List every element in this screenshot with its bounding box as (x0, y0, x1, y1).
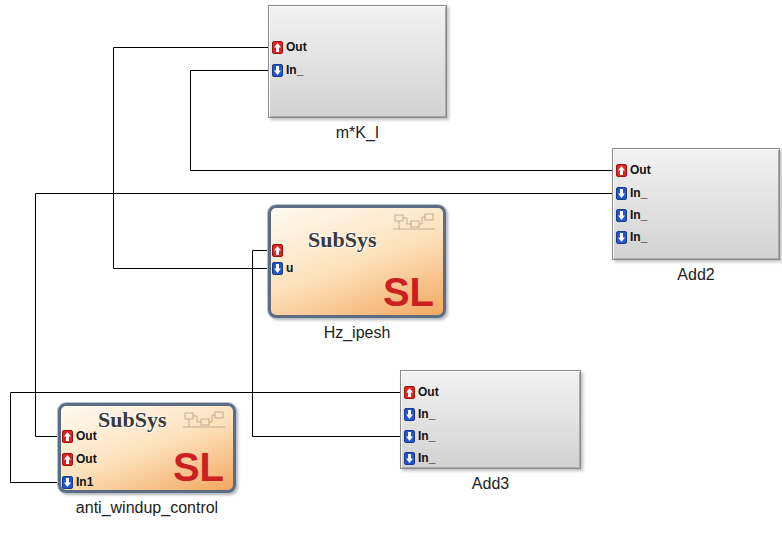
input-port-icon (272, 262, 283, 275)
input-port-icon (616, 187, 627, 200)
port-row: Out (62, 452, 97, 466)
block-name: Hz_ipesh (324, 324, 391, 342)
block-face (268, 5, 447, 118)
port-name: In_ (418, 407, 435, 421)
output-port-icon (62, 430, 73, 443)
port-name: In1 (76, 475, 93, 489)
port-row: u (272, 261, 293, 275)
port-name: In_ (630, 230, 647, 244)
port-name: Out (418, 385, 439, 399)
port-name: Out (76, 452, 97, 466)
port-row: In1 (62, 475, 93, 489)
input-port-icon (62, 476, 73, 489)
subsystem-badge: SubSys (308, 227, 377, 253)
port-name: Out (630, 163, 651, 177)
schematic-thumbnail (181, 409, 227, 433)
input-port-icon (616, 231, 627, 244)
output-port-icon (272, 244, 283, 257)
port-name: Out (286, 40, 307, 54)
input-port-icon (404, 408, 415, 421)
input-port-icon (272, 64, 283, 77)
port-row: In_ (272, 63, 303, 77)
sum-block: OutIn_In_In_Add2 (612, 148, 780, 260)
output-port-icon (272, 41, 283, 54)
port-row: In_ (404, 429, 435, 443)
schematic-thumbnail (391, 211, 437, 235)
input-port-icon (616, 209, 627, 222)
block-name: m*K_I (336, 124, 380, 142)
port-row: In_ (616, 186, 647, 200)
port-row: In_ (616, 230, 647, 244)
output-port-icon (616, 164, 627, 177)
subsystem-badge: SubSys (98, 407, 167, 433)
port-name: In_ (630, 208, 647, 222)
port-row (272, 243, 286, 257)
library-badge: SL (383, 272, 434, 312)
port-row: Out (616, 163, 651, 177)
port-row: In_ (616, 208, 647, 222)
port-row: Out (62, 429, 97, 443)
block-name: anti_windup_control (76, 499, 218, 517)
input-port-icon (404, 452, 415, 465)
gain-block: OutIn_m*K_I (268, 5, 447, 118)
port-name: In_ (418, 451, 435, 465)
subsystem-block: OutOutIn1SubSysSLanti_windup_control (58, 403, 236, 493)
library-badge: SL (173, 447, 224, 487)
output-port-icon (404, 386, 415, 399)
port-row: Out (272, 40, 307, 54)
port-name: In_ (418, 429, 435, 443)
output-port-icon (62, 453, 73, 466)
sum-block: OutIn_In_In_Add3 (400, 370, 581, 469)
port-row: In_ (404, 407, 435, 421)
port-name: Out (76, 429, 97, 443)
block-name: Add2 (677, 266, 714, 284)
port-name: In_ (630, 186, 647, 200)
input-port-icon (404, 430, 415, 443)
port-name: In_ (286, 63, 303, 77)
port-row: In_ (404, 451, 435, 465)
port-name: u (286, 261, 293, 275)
port-row: Out (404, 385, 439, 399)
block-name: Add3 (472, 475, 509, 493)
subsystem-block: uSubSysSLHz_ipesh (268, 205, 446, 318)
